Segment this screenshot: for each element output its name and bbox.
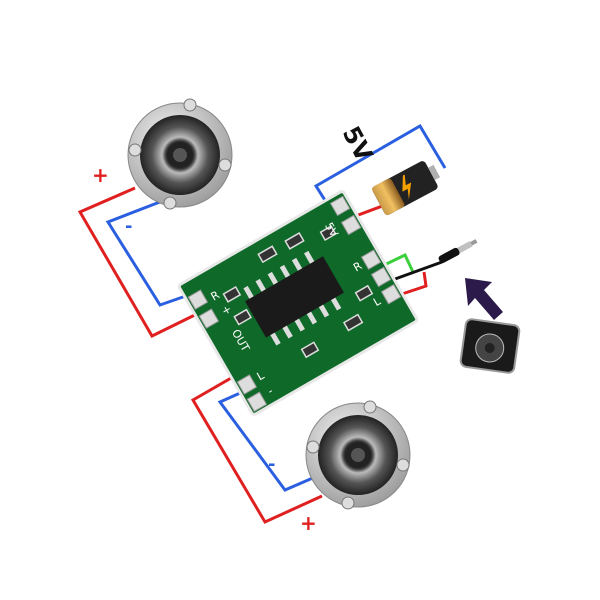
top-speaker-plus-label: + xyxy=(92,163,109,187)
top-speaker xyxy=(127,98,233,210)
bottom-speaker-red-wire xyxy=(190,368,323,524)
top-speaker-blue-wire xyxy=(105,198,204,307)
top-speaker-red-wire xyxy=(77,186,206,338)
bottom-speaker xyxy=(305,400,411,510)
battery xyxy=(372,161,441,216)
jack-green-wire xyxy=(377,252,415,273)
audio-jack-plug xyxy=(438,239,478,264)
lightning-icon xyxy=(402,174,412,200)
amplifier-chip xyxy=(245,256,344,338)
bottom-speaker-minus-label: - xyxy=(268,454,275,475)
bottom-speaker-plus-label: + xyxy=(300,511,317,535)
amplifier-board: OUT R L + - 5V R L xyxy=(177,190,419,416)
board-minus-label: - xyxy=(265,384,275,397)
battery-voltage-label: 5V xyxy=(337,122,378,167)
board-power-label: 5V xyxy=(322,220,341,239)
music-player-icon xyxy=(459,318,521,374)
top-speaker-wires xyxy=(77,186,206,338)
top-speaker-minus-label: - xyxy=(125,216,132,237)
battery-blue-wire xyxy=(313,123,447,206)
arrow-icon xyxy=(465,278,503,320)
